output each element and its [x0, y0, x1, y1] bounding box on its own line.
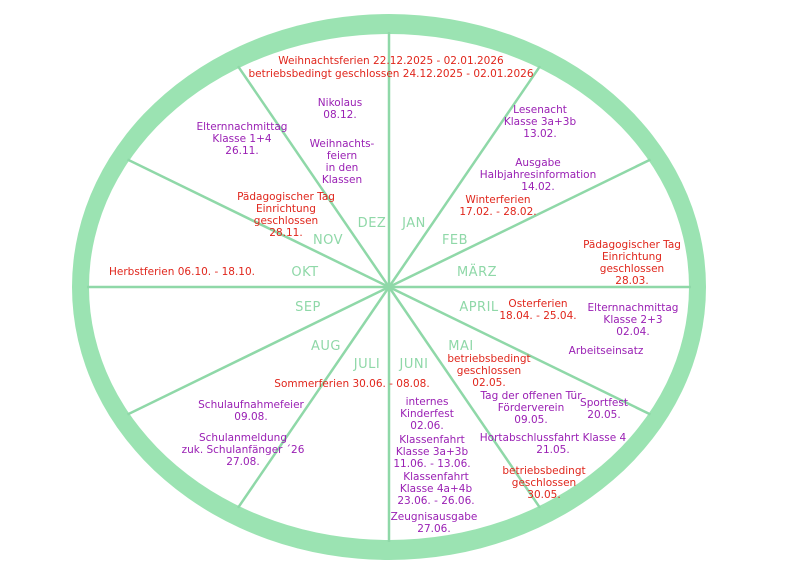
- event-easter-holidays: Osterferien 18.04. - 25.04.: [499, 298, 577, 322]
- event-pedagogical-day-nov: Pädagogischer Tag Einrichtung geschlosse…: [237, 191, 335, 239]
- event-work-day: Arbeitseinsatz: [568, 345, 644, 357]
- event-sports-day: Sportfest 20.05.: [580, 397, 628, 421]
- event-after-school-trip: Hortabschlussfahrt Klasse 4 21.05.: [479, 432, 627, 456]
- month-divider: [388, 285, 652, 416]
- event-summer-holidays: Sommerferien 30.06. - 08.08.: [274, 378, 430, 390]
- month-divider: [387, 65, 542, 288]
- event-class-trip-4: Klassenfahrt Klasse 4a+4b 23.06. - 26.06…: [397, 471, 475, 507]
- event-parents-afternoon-nov: Elternnachmittag Klasse 1+4 26.11.: [196, 121, 288, 157]
- month-label-mar: MÄRZ: [456, 265, 498, 280]
- event-closure-may-30: betriebsbedingt geschlossen 30.05.: [502, 465, 586, 501]
- month-divider: [236, 65, 391, 288]
- event-enrolment-ceremony: Schulaufnahmefeier 09.08.: [198, 399, 304, 423]
- event-pedagogical-day-march: Pädagogischer Tag Einrichtung geschlosse…: [583, 239, 681, 287]
- month-divider: [388, 158, 652, 289]
- month-label-aug: AUG: [311, 339, 341, 354]
- event-christmas-parties: Weihnachts- feiern in den Klassen: [309, 138, 375, 186]
- month-divider: [236, 286, 391, 509]
- month-label-dec: DEZ: [357, 216, 387, 231]
- event-closure-may-02: betriebsbedingt geschlossen 02.05.: [447, 353, 531, 389]
- event-winter-holidays: Winterferien 17.02. - 28.02.: [459, 194, 537, 218]
- event-school-registration: Schulanmeldung zuk. Schulanfänger ´26 27…: [181, 432, 305, 468]
- event-half-year-reports: Ausgabe Halbjahresinformation 14.02.: [479, 157, 597, 193]
- month-label-jan: JAN: [402, 216, 426, 231]
- event-autumn-holidays: Herbstferien 06.10. - 18.10.: [108, 266, 256, 278]
- month-divider: [126, 158, 390, 289]
- month-dividers: [87, 32, 691, 542]
- month-label-jun: JUNI: [399, 357, 429, 372]
- month-label-jul: JULI: [353, 357, 381, 372]
- event-christmas-holidays: Weihnachtsferien 22.12.2025 - 02.01.2026: [278, 55, 504, 67]
- month-label-apr: APRIL: [459, 300, 499, 315]
- event-open-day: Tag der offenen Tür Förderverein 09.05.: [480, 390, 582, 426]
- month-label-feb: FEB: [441, 233, 469, 248]
- month-label-oct: OKT: [291, 265, 319, 280]
- event-report-cards: Zeugnisausgabe 27.06.: [390, 511, 478, 535]
- event-parents-afternoon-april: Elternnachmittag Klasse 2+3 02.04.: [587, 302, 679, 338]
- event-childrens-party: internes Kinderfest 02.06.: [400, 396, 454, 432]
- event-st-nicholas: Nikolaus 08.12.: [317, 97, 363, 121]
- event-class-trip-3: Klassenfahrt Klasse 3a+3b 11.06. - 13.06…: [393, 434, 471, 470]
- event-reading-night: Lesenacht Klasse 3a+3b 13.02.: [503, 104, 577, 140]
- month-label-nov: NOV: [312, 233, 344, 248]
- month-divider: [387, 286, 542, 509]
- month-label-may: MAI: [448, 339, 474, 354]
- month-label-sep: SEP: [295, 300, 321, 315]
- month-divider: [126, 285, 390, 416]
- event-closure-christmas: betriebsbedingt geschlossen 24.12.2025 -…: [248, 68, 534, 80]
